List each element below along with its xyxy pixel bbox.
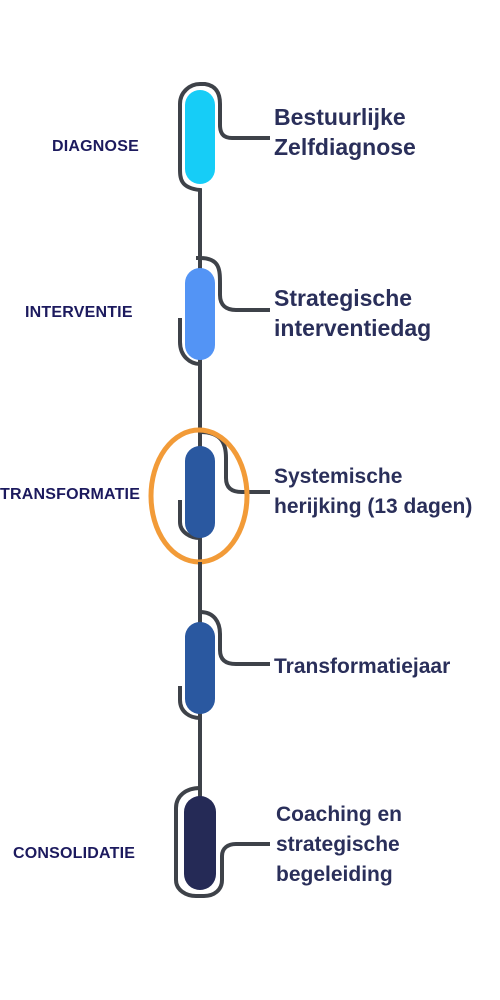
timeline-node-3 — [148, 420, 270, 566]
step-label-1: Bestuurlijke Zelfdiagnose — [274, 102, 416, 162]
phase-label-interventie: INTERVENTIE — [25, 304, 133, 321]
step-label-5-line2: strategische — [276, 833, 400, 856]
phase-label-diagnose: DIAGNOSE — [52, 138, 139, 155]
phase-label-transformatie: TRANSFORMATIE — [0, 486, 141, 503]
step-capsule-1 — [185, 90, 215, 184]
step-capsule-3 — [185, 446, 215, 538]
step-capsule-2 — [185, 268, 215, 360]
step-capsule-5 — [184, 796, 216, 890]
step-label-4-line1: Transformatiejaar — [274, 655, 451, 678]
step-label-5: Coaching en strategische begeleiding — [276, 800, 402, 890]
step-label-5-line3: begeleiding — [276, 863, 393, 886]
step-label-2-line2: interventiedag — [274, 315, 432, 341]
step-capsule-4 — [185, 622, 215, 714]
step-label-1-line1: Bestuurlijke — [274, 104, 406, 130]
step-label-3-line2: herijking (13 dagen) — [274, 495, 473, 518]
timeline-node-4 — [178, 562, 270, 788]
timeline-node-2 — [178, 220, 270, 420]
step-label-4: Transformatiejaar — [274, 652, 450, 682]
step-label-1-line2: Zelfdiagnose — [274, 134, 416, 160]
phase-label-consolidatie: CONSOLIDATIE — [13, 845, 136, 862]
step-label-5-line1: Coaching en — [276, 803, 403, 826]
step-label-2: Strategische interventiedag — [274, 283, 431, 343]
timeline-node-5 — [174, 786, 270, 898]
step-label-3-line1: Systemische — [274, 465, 403, 488]
timeline-node-1 — [178, 82, 270, 200]
step-label-3: Systemische herijking (13 dagen) — [274, 462, 472, 522]
step-label-2-line1: Strategische — [274, 285, 413, 311]
